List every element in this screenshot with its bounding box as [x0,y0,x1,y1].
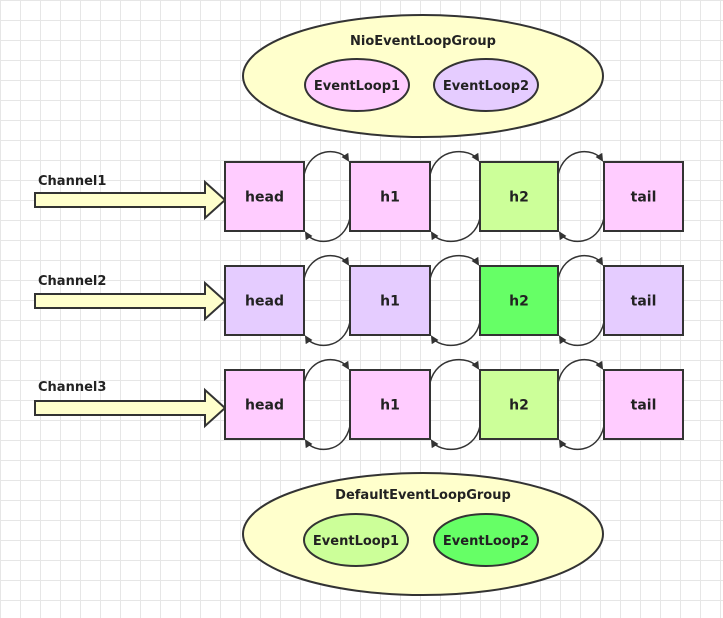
channel-3-h1-node [349,369,431,440]
channel-2-link-1-backward [304,321,351,347]
channel-3-label: Channel3 [38,380,106,395]
channel-1-tail-label: tail [631,190,657,206]
channel-2-label: Channel2 [38,274,106,289]
channel-3-head-label: head [245,398,284,414]
default-event-loop-group: DefaultEventLoopGroup EventLoop1 EventLo… [242,472,604,596]
default-event-loop-1-label: EventLoop1 [313,534,399,549]
channel-1-link-2-forward [429,150,480,176]
channel-1-link-1-forward [303,150,350,176]
channel-1-h2-label: h2 [509,190,529,206]
default-event-loop-2 [433,513,539,567]
channel-2-h1-node [349,265,431,336]
channel-1-h1-label: h1 [380,190,400,206]
channel-3-link-3-forward [557,358,604,384]
nio-event-loop-1-label: EventLoop1 [314,79,400,94]
channel-2-link-3-backward [558,321,605,347]
channel-2-link-2-backward [430,321,481,347]
channel-2-head-node [224,265,305,336]
channel-3-link-1-forward [303,358,350,384]
channel-2-tail-node [603,265,684,336]
channel-1-head-node [224,161,305,232]
channel-3-link-2-backward [430,425,481,451]
channel-3-h2-label: h2 [509,398,529,414]
channel-1-h2-node [479,161,559,232]
channel-1-label: Channel1 [38,174,106,189]
channel-3-h2-node [479,369,559,440]
channel-2-h2-label: h2 [509,294,529,310]
nio-group-label: NioEventLoopGroup [350,34,496,49]
channel-2-h2-node [479,265,559,336]
nio-event-loop-2-label: EventLoop2 [443,79,529,94]
nio-event-loop-group: NioEventLoopGroup EventLoop1 EventLoop2 [242,14,604,138]
channel-3-tail-node [603,369,684,440]
nio-event-loop-1 [304,58,410,112]
channel-3-link-3-backward [558,425,605,451]
channel-2-link-2-forward [429,254,480,280]
channel-3-tail-label: tail [631,398,657,414]
channel-1-link-2-backward [430,217,481,243]
channel-3-h1-label: h1 [380,398,400,414]
channel-2-tail-label: tail [631,294,657,310]
default-group-ellipse [242,472,604,596]
channel-3-link-1-backward [304,425,351,451]
default-event-loop-1 [303,513,409,567]
channel-2-arrow [34,280,227,322]
channel-1-link-3-backward [558,217,605,243]
channel-2-h1-label: h1 [380,294,400,310]
channel-1-h1-node [349,161,431,232]
default-event-loop-2-label: EventLoop2 [443,534,529,549]
channel-1-link-3-forward [557,150,604,176]
channel-1-row: Channel1 head h1 h2 tail [34,150,684,243]
channel-1-arrow [34,179,227,221]
channel-1-link-1-backward [304,217,351,243]
channel-2-row: Channel2 head h1 h2 tail [34,254,684,347]
channel-3-link-2-forward [429,358,480,384]
channel-3-arrow [34,387,227,429]
channel-1-head-label: head [245,190,284,206]
channel-2-head-label: head [245,294,284,310]
channel-1-tail-node [603,161,684,232]
channel-2-link-3-forward [557,254,604,280]
channel-3-row: Channel3 head h1 h2 tail [34,358,684,451]
nio-event-loop-2 [433,58,539,112]
channel-3-head-node [224,369,305,440]
default-group-label: DefaultEventLoopGroup [335,488,511,503]
channel-2-link-1-forward [303,254,350,280]
